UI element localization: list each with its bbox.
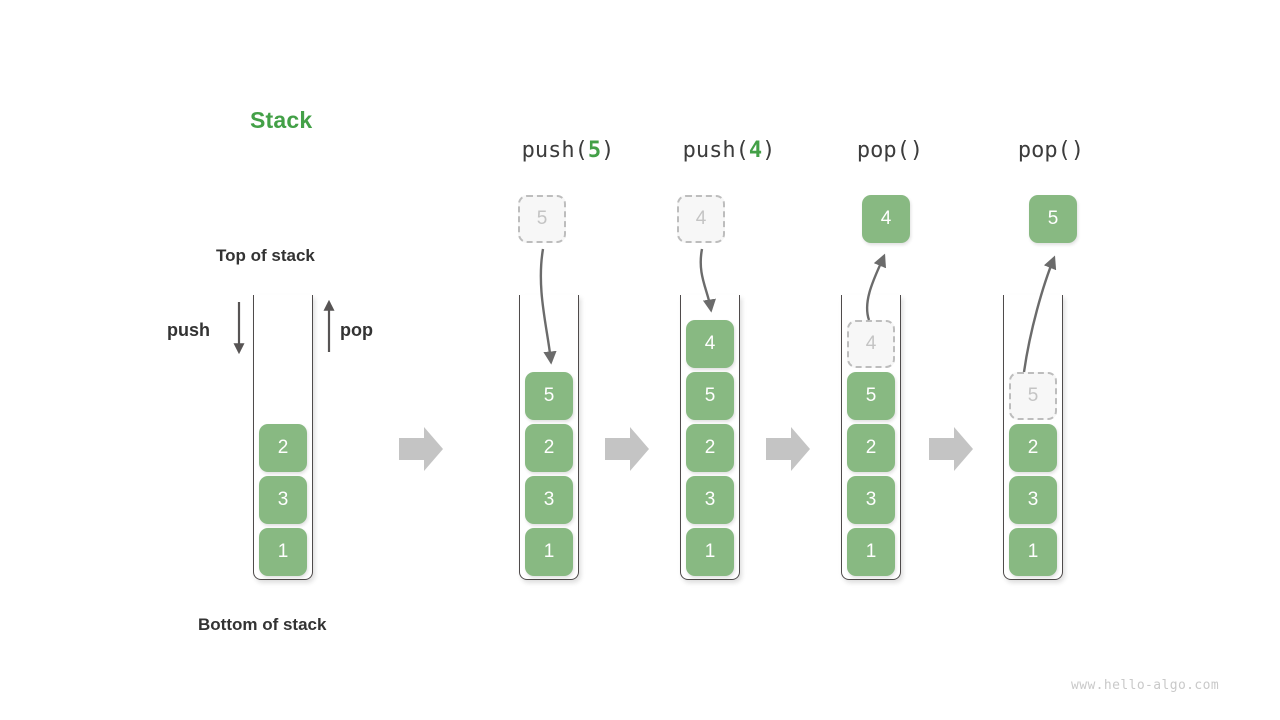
stack-element: 3 (1009, 476, 1057, 524)
removed-element-ghost: 5 (1009, 372, 1057, 420)
op-header-2-prefix: pop( (856, 138, 910, 163)
stack-element: 2 (847, 424, 895, 472)
floating-element-ghost: 4 (677, 195, 725, 243)
transition-arrow (929, 427, 973, 471)
popped-element: 5 (1029, 195, 1077, 243)
op-header-0: push(5) (478, 138, 658, 163)
stack-element: 5 (525, 372, 573, 420)
watermark: www.hello-algo.com (1071, 678, 1220, 693)
removed-element-ghost: 4 (847, 320, 895, 368)
op-header-1: push(4) (639, 138, 819, 163)
stack-tube-step-2 (841, 295, 901, 580)
transition-arrow (399, 427, 443, 471)
op-header-1-prefix: push( (682, 138, 749, 163)
op-header-0-arg: 5 (587, 138, 602, 163)
op-header-0-suffix: ) (601, 138, 615, 163)
stack-element: 1 (259, 528, 307, 576)
op-header-2-suffix: ) (909, 138, 924, 163)
stack-element: 5 (686, 372, 734, 420)
stack-element: 3 (847, 476, 895, 524)
push-label: push (167, 320, 210, 340)
stack-tube-step-3 (1003, 295, 1063, 580)
stack-element: 3 (686, 476, 734, 524)
popped-element: 4 (862, 195, 910, 243)
stack-tube-step-0 (519, 295, 579, 580)
stack-element: 1 (686, 528, 734, 576)
page-title: Stack (250, 107, 313, 133)
stack-element: 1 (525, 528, 573, 576)
pop-label: pop (340, 320, 373, 340)
stack-element: 4 (686, 320, 734, 368)
top-of-stack-label: Top of stack (216, 246, 315, 265)
op-header-1-arg: 4 (748, 138, 763, 163)
transition-arrow (605, 427, 649, 471)
floating-element-ghost: 5 (518, 195, 566, 243)
stack-element: 1 (1009, 528, 1057, 576)
stack-element: 5 (847, 372, 895, 420)
transition-arrow (766, 427, 810, 471)
bottom-of-stack-label: Bottom of stack (198, 615, 327, 634)
op-header-3: pop() (961, 138, 1141, 163)
op-header-0-prefix: push( (521, 138, 588, 163)
stack-tube-step-1 (680, 295, 740, 580)
stack-element: 3 (259, 476, 307, 524)
op-header-3-suffix: ) (1070, 138, 1085, 163)
op-header-3-prefix: pop( (1017, 138, 1071, 163)
stack-tube-initial (253, 295, 313, 580)
stack-element: 2 (686, 424, 734, 472)
stack-element: 2 (1009, 424, 1057, 472)
stack-element: 2 (525, 424, 573, 472)
stack-element: 3 (525, 476, 573, 524)
op-header-1-suffix: ) (762, 138, 776, 163)
op-header-2: pop() (800, 138, 980, 163)
stack-element: 2 (259, 424, 307, 472)
stack-element: 1 (847, 528, 895, 576)
